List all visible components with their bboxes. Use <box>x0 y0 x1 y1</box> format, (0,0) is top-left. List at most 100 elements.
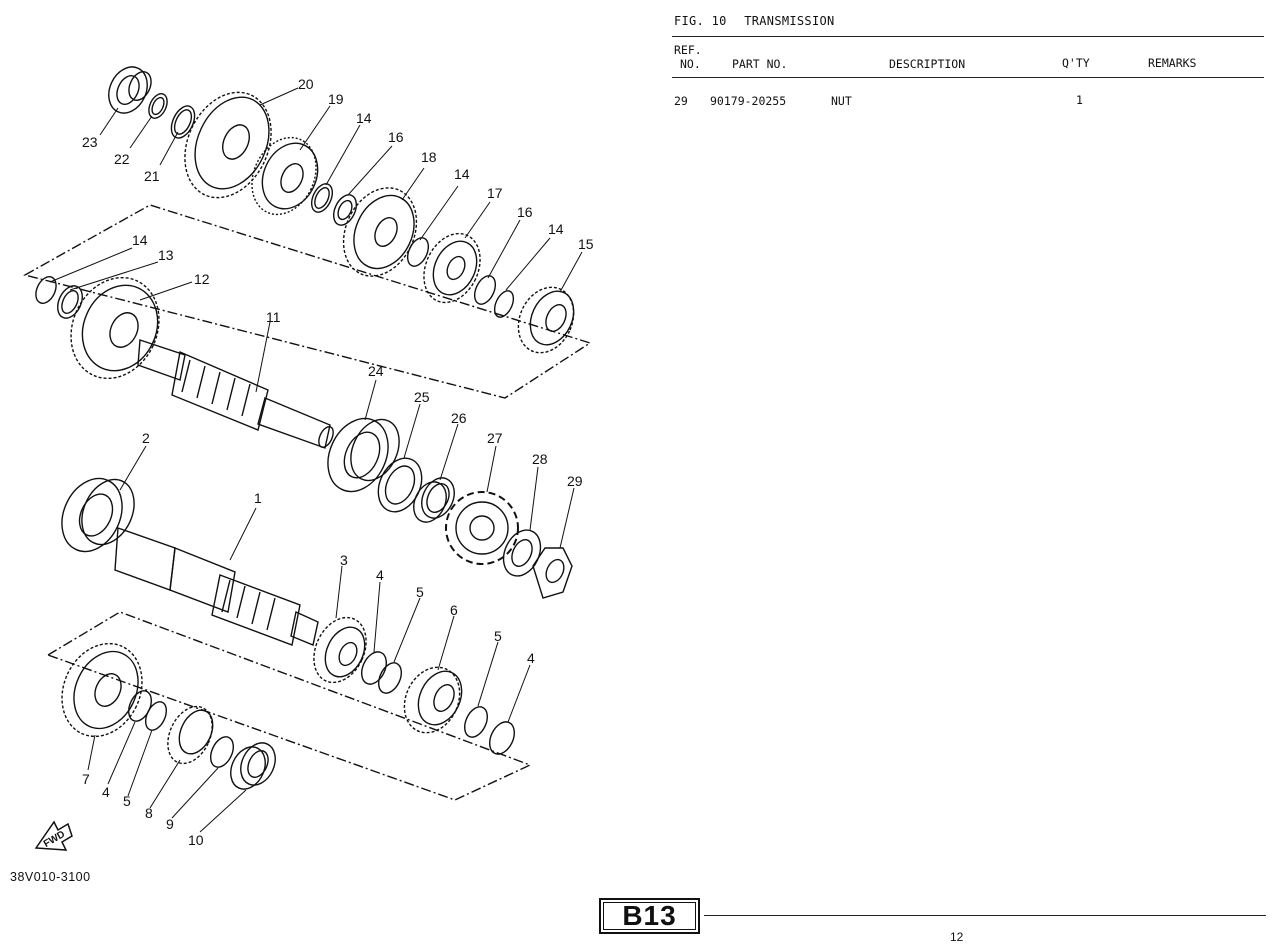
callout-4: 4 <box>102 784 110 800</box>
callout-18: 18 <box>421 149 437 165</box>
figure-title: FIG. 10 TRANSMISSION <box>674 14 845 28</box>
washer-14a <box>310 183 334 213</box>
callout-15: 15 <box>578 236 594 252</box>
callout-27: 27 <box>487 430 503 446</box>
upper-assembly-boundary <box>23 204 592 399</box>
callout-26: 26 <box>451 410 467 426</box>
callout-14: 14 <box>356 110 372 126</box>
bearing-10 <box>230 742 276 790</box>
gear-19 <box>251 136 319 216</box>
header-remarks: REMARKS <box>1148 56 1197 70</box>
callout-13: 13 <box>158 247 174 263</box>
row-part-no: 90179-20255 <box>710 94 787 108</box>
figure-number: FIG. 10 <box>674 14 727 28</box>
gear-7 <box>61 642 143 738</box>
washer-22 <box>148 93 168 119</box>
callout-5: 5 <box>416 584 424 600</box>
header-ref-no: REF. NO. <box>674 43 714 71</box>
callout-19: 19 <box>328 91 344 107</box>
circlip-5c <box>144 701 168 731</box>
header-ref-line2: NO. <box>680 57 701 71</box>
callout-25: 25 <box>414 389 430 405</box>
callout-10: 10 <box>188 832 204 848</box>
main-axle-11 <box>137 339 334 449</box>
callout-3: 3 <box>340 552 348 568</box>
row-qty: 1 <box>1076 93 1083 107</box>
callout-7: 7 <box>82 771 90 787</box>
washer-4b <box>489 721 515 755</box>
table-top-rule <box>672 36 1264 37</box>
figure-name: TRANSMISSION <box>744 14 835 28</box>
callout-4: 4 <box>527 650 535 666</box>
callout-17: 17 <box>487 185 503 201</box>
leader-lines <box>49 87 583 833</box>
washer-14c <box>493 290 515 318</box>
gear-15 <box>517 286 575 354</box>
callout-11: 11 <box>266 309 281 325</box>
washer-16a <box>332 194 358 226</box>
drive-axle-1 <box>114 527 319 646</box>
washer-4a <box>361 651 387 685</box>
header-part-no: PART NO. <box>732 57 788 71</box>
washer-9 <box>209 736 235 768</box>
callout-22: 22 <box>114 151 130 167</box>
row-description: NUT <box>831 94 852 108</box>
page-code: B13 <box>622 900 677 931</box>
page-number: 12 <box>950 930 964 944</box>
gear-6 <box>403 666 463 734</box>
nut-29 <box>532 547 573 599</box>
circlip-5a <box>377 662 403 694</box>
callout-numbers: 23 22 21 20 19 14 16 18 14 17 16 14 15 1… <box>42 76 594 850</box>
page-code-box: B13 <box>599 898 700 934</box>
callout-16: 16 <box>517 204 533 220</box>
callout-29: 29 <box>567 473 583 489</box>
sprocket-27 <box>445 491 519 565</box>
callout-8: 8 <box>145 805 153 821</box>
callout-16: 16 <box>388 129 404 145</box>
gear-3 <box>313 616 367 684</box>
footer-rule <box>704 915 1266 916</box>
header-ref-line1: REF. <box>674 43 702 57</box>
callout-14: 14 <box>548 221 564 237</box>
oil-seal-25 <box>377 457 423 513</box>
gear-12 <box>70 276 160 380</box>
bearing-2 <box>61 477 135 553</box>
collar-26 <box>413 477 455 523</box>
diagram-code: 38V010-3100 <box>10 870 91 884</box>
callout-14: 14 <box>454 166 470 182</box>
callout-20: 20 <box>298 76 314 92</box>
fwd-label: FWD <box>42 829 67 850</box>
callout-21: 21 <box>144 168 160 184</box>
callout-14: 14 <box>132 232 148 248</box>
transmission-exploded-diagram: 23 22 21 20 19 14 16 18 14 17 16 14 15 1… <box>23 66 594 851</box>
gear-8 <box>167 705 214 765</box>
callout-4: 4 <box>376 567 384 583</box>
fwd-arrow-icon <box>34 820 73 851</box>
callout-6: 6 <box>450 602 458 618</box>
washer-16b <box>473 275 497 305</box>
gear-20 <box>184 91 272 199</box>
washer-13 <box>57 285 83 319</box>
bearing-24 <box>327 417 400 493</box>
header-qty: Q'TY <box>1062 56 1090 70</box>
washer-14d <box>35 276 57 304</box>
header-description: DESCRIPTION <box>889 57 966 71</box>
table-header-rule <box>672 77 1264 78</box>
gear-17 <box>423 232 481 304</box>
callout-28: 28 <box>532 451 548 467</box>
row-ref-no: 29 <box>674 94 688 108</box>
circlip-5b <box>463 706 489 738</box>
washer-14b <box>406 237 430 267</box>
callout-2: 2 <box>142 430 150 446</box>
lock-washer-28 <box>502 529 542 577</box>
callout-9: 9 <box>166 816 174 832</box>
callout-24: 24 <box>368 363 384 379</box>
bearing-23 <box>108 66 152 114</box>
callout-12: 12 <box>194 271 210 287</box>
lower-assembly-boundary <box>46 611 532 801</box>
gear-18 <box>342 187 418 277</box>
callout-5: 5 <box>123 793 131 809</box>
callout-1: 1 <box>254 490 262 506</box>
callout-5: 5 <box>494 628 502 644</box>
callout-23: 23 <box>82 134 98 150</box>
